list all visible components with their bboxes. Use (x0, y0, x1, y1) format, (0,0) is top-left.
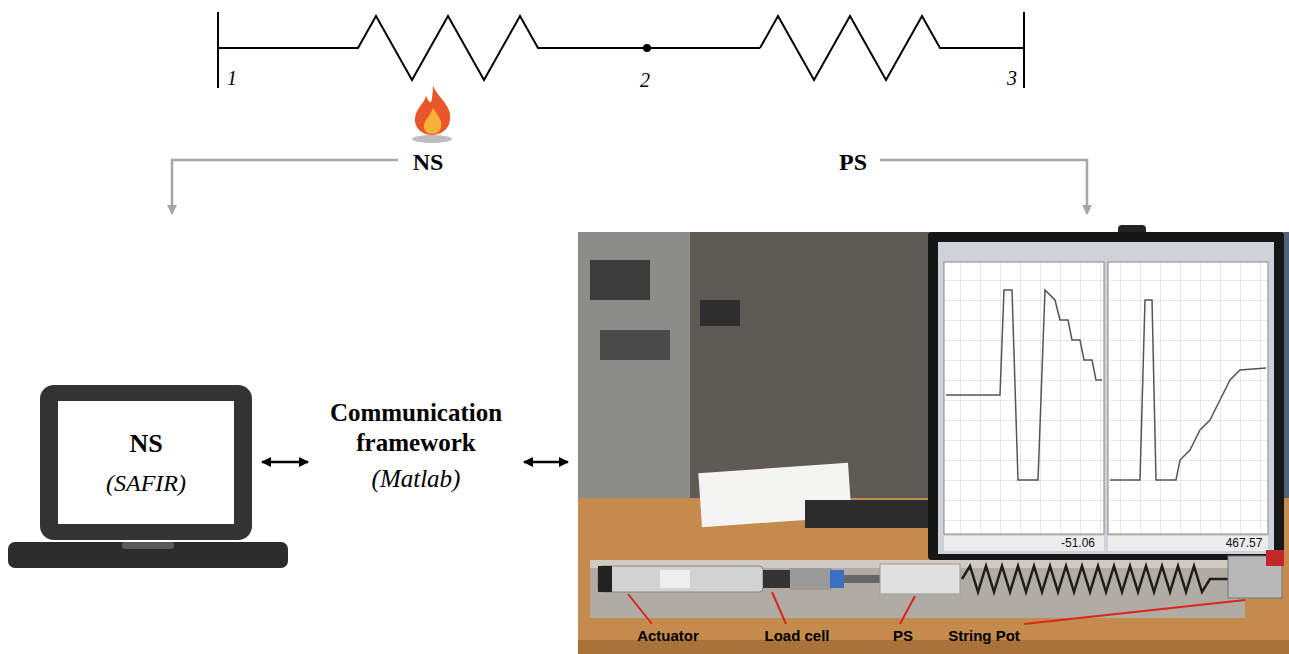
spring-symbol (760, 16, 1024, 80)
node-number: 1 (227, 67, 237, 89)
plot-trace (946, 290, 1102, 480)
part-label: PS (893, 627, 913, 645)
node-number: 2 (640, 69, 650, 91)
load-cell-tab (830, 570, 844, 588)
status-bar (944, 536, 1104, 551)
substructure-label: NS (413, 149, 444, 175)
framework-box: Communication framework (Matlab) (318, 391, 514, 501)
plot-area (1108, 262, 1268, 534)
pointer-arrow (880, 160, 1087, 214)
monitor-frame (928, 232, 1284, 560)
pointer-arrow (172, 160, 398, 214)
laptop-screen: NS (SAFIR) (40, 385, 252, 540)
fire-icon (412, 86, 452, 143)
spring-symbol (218, 16, 760, 80)
instrument (700, 300, 740, 326)
physical-substructure-photo: Actuator Load cell PS String Pot (578, 232, 1289, 654)
plot-grid (944, 262, 1104, 534)
instrument (600, 330, 670, 360)
specimen-bracket (880, 564, 960, 594)
flame-inner (424, 108, 442, 134)
node-title: Communication framework (318, 398, 514, 458)
plot-grid (1108, 262, 1268, 534)
flame-outer (415, 86, 450, 135)
shelf (578, 232, 690, 502)
substructure-label: PS (839, 149, 867, 175)
double-arrow (524, 461, 568, 464)
actuator-sticker (660, 570, 690, 588)
laptop-base (8, 542, 288, 568)
plot-trace (1110, 300, 1266, 480)
double-arrow (262, 461, 308, 464)
fixed-support (217, 12, 219, 88)
leader-line (628, 594, 652, 624)
part-label: Load cell (764, 627, 829, 645)
part-label: Actuator (637, 627, 699, 645)
node-subtitle: (SAFIR) (106, 469, 186, 498)
spring-model (218, 12, 1024, 88)
leader-line (900, 596, 915, 624)
clamp (1266, 550, 1284, 566)
node-number: 3 (1007, 67, 1017, 89)
instrument (590, 260, 650, 300)
leader-line (1024, 600, 1245, 624)
plot-area (944, 262, 1104, 534)
actuator-body (598, 566, 763, 592)
monitor-screen (938, 242, 1274, 554)
part-label: String Pot (948, 627, 1020, 645)
rail-plate (590, 560, 1245, 618)
readout-value: -51.06 (1061, 537, 1095, 550)
readout-value: 467.57 (1226, 537, 1263, 550)
load-cell (790, 568, 832, 590)
laptop-notch (122, 542, 174, 549)
actuator-cap (598, 566, 612, 592)
spring-coil (962, 566, 1228, 592)
rod (844, 575, 880, 583)
photo-background (578, 232, 1289, 654)
node-title: NS (129, 428, 162, 459)
screen-area: NS (SAFIR) (58, 401, 234, 524)
fixed-support (1023, 12, 1025, 88)
leader-line (772, 592, 786, 624)
node-dot (643, 44, 651, 52)
lab-photo (578, 225, 1289, 654)
node-subtitle: (Matlab) (372, 464, 461, 494)
coupler (763, 570, 790, 588)
fire-base (412, 135, 452, 143)
status-bar (1108, 536, 1268, 551)
